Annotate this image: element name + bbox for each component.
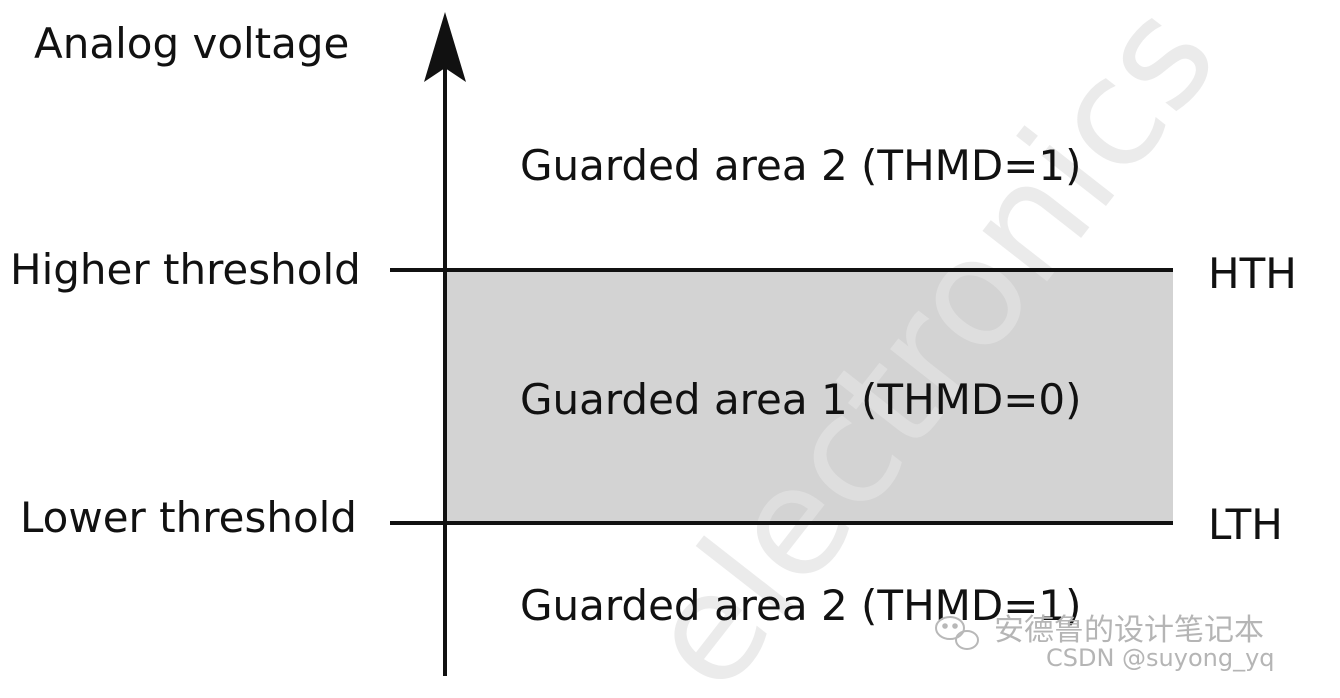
axis-label: Analog voltage <box>34 19 349 68</box>
wechat-watermark-text: 安德鲁的设计笔记本 <box>994 613 1264 648</box>
higher-threshold-label: Higher threshold <box>10 245 361 294</box>
guarded-area-2-lower-label: Guarded area 2 (THMD=1) <box>520 581 1082 630</box>
guarded-area-1-band <box>445 270 1173 523</box>
wechat-icon <box>935 616 979 650</box>
lower-threshold-label: Lower threshold <box>20 493 357 542</box>
guarded-area-2-upper-label: Guarded area 2 (THMD=1) <box>520 141 1082 190</box>
hth-tag: HTH <box>1208 249 1297 298</box>
csdn-watermark-text: CSDN @suyong_yq <box>1046 644 1275 672</box>
axis-arrow-head <box>424 12 466 82</box>
guarded-area-1-label: Guarded area 1 (THMD=0) <box>520 375 1082 424</box>
lth-tag: LTH <box>1208 500 1283 549</box>
